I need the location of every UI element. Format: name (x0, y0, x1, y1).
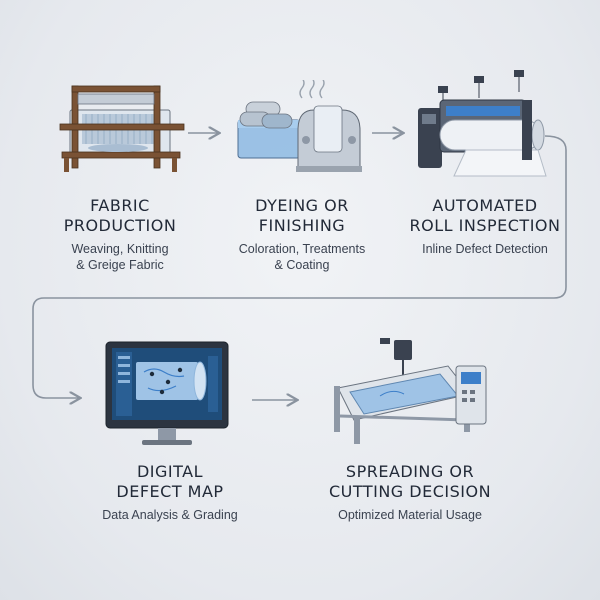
cutting-table-illustration (334, 338, 487, 444)
step-title-line1: DIGITAL (136, 462, 204, 481)
step-title-line1: DYEING OR (255, 196, 349, 215)
roll-inspection-illustration (418, 70, 547, 177)
step-title-line2: PRODUCTION (63, 216, 177, 235)
step-title-line2: FINISHING (258, 216, 346, 235)
step-title-line1: SPREADING OR (345, 462, 475, 481)
step-subtitle-line1: Inline Defect Detection (422, 242, 548, 256)
step-subtitle-line1: Optimized Material Usage (338, 508, 482, 522)
step-digital-defect-map: DIGITAL DEFECT MAP Data Analysis & Gradi… (80, 462, 260, 523)
loom-illustration (59, 85, 185, 172)
step-roll-inspection: AUTOMATED ROLL INSPECTION Inline Defect … (400, 196, 570, 257)
step-subtitle-line1: Coloration, Treatments (238, 242, 366, 256)
step-spreading-cutting: SPREADING OR CUTTING DECISION Optimized … (310, 462, 510, 523)
camera-icon (438, 70, 524, 104)
defect-map-monitor-illustration (105, 341, 229, 445)
step-title-line2: CUTTING DECISION (328, 482, 492, 501)
step-title-line1: FABRIC (90, 196, 150, 215)
step-subtitle-line1: Weaving, Knitting (71, 242, 169, 256)
step-subtitle-line1: Data Analysis & Grading (102, 508, 238, 522)
dyeing-tank-illustration (237, 80, 362, 172)
step-title-line2: DEFECT MAP (116, 482, 224, 501)
steam-icon (299, 80, 325, 99)
step-subtitle-line2: & Greige Fabric (76, 258, 164, 272)
step-subtitle-line2: & Coating (274, 258, 330, 272)
step-title-line1: AUTOMATED (432, 196, 538, 215)
arrow-3-to-4 (32, 135, 567, 398)
step-dyeing-finishing: DYEING OR FINISHING Coloration, Treatmen… (212, 196, 392, 273)
defect-marker-icon (149, 367, 183, 395)
step-fabric-production: FABRIC PRODUCTION Weaving, Knitting & Gr… (40, 196, 200, 273)
step-title-line2: ROLL INSPECTION (409, 216, 561, 235)
